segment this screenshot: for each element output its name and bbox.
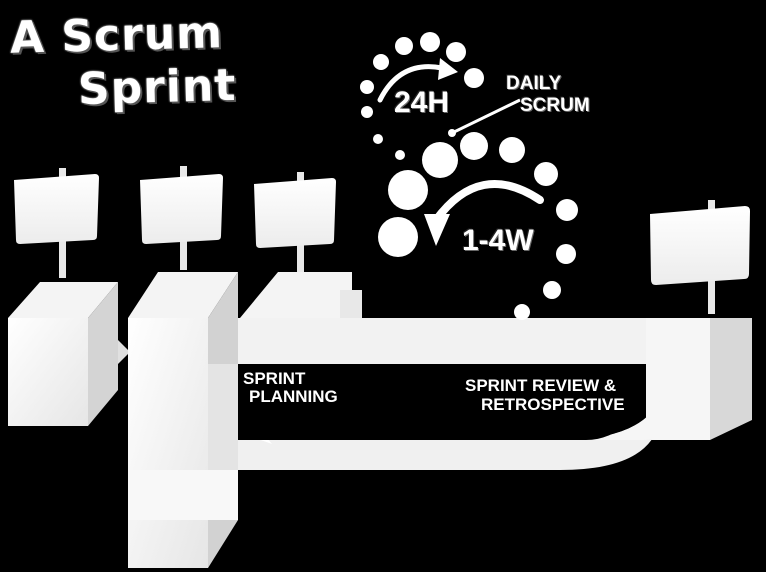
- daily-scrum-label-2: SCRUM: [520, 95, 590, 116]
- cube-increment: [240, 272, 362, 318]
- sprint-loop: [128, 318, 752, 520]
- signpost-1: [14, 168, 99, 278]
- daily-scrum-label-1: DAILY: [506, 73, 562, 94]
- title-line-2: Sprint: [77, 59, 237, 116]
- signpost-2: [140, 166, 223, 270]
- cube-backlog: [8, 282, 130, 426]
- daily-pointer-dot: [448, 129, 456, 137]
- title-line-1: A Scrum: [9, 7, 224, 64]
- sprint-review-label-1: SPRINT REVIEW &: [465, 376, 617, 395]
- daily-hours-label: 24H: [394, 86, 450, 119]
- signpost-3: [254, 172, 336, 282]
- daily-cycle-arrow: [377, 64, 445, 103]
- sprint-arrow-head: [424, 214, 450, 246]
- loop-inner-area: [238, 364, 646, 440]
- sprint-review-label-2: RETROSPECTIVE: [481, 395, 625, 414]
- sprint-weeks-label: 1-4W: [462, 224, 534, 257]
- daily-arrow-head: [438, 58, 458, 80]
- sprint-cycle-arrow: [432, 180, 544, 224]
- sprint-planning-label-2: PLANNING: [249, 387, 338, 406]
- sprint-cycle-dots: [378, 132, 578, 320]
- sprint-planning-label-1: SPRINT: [243, 369, 306, 388]
- daily-pointer-line: [451, 98, 521, 135]
- signpost-4: [650, 200, 750, 314]
- daily-cycle-dots: [360, 32, 484, 160]
